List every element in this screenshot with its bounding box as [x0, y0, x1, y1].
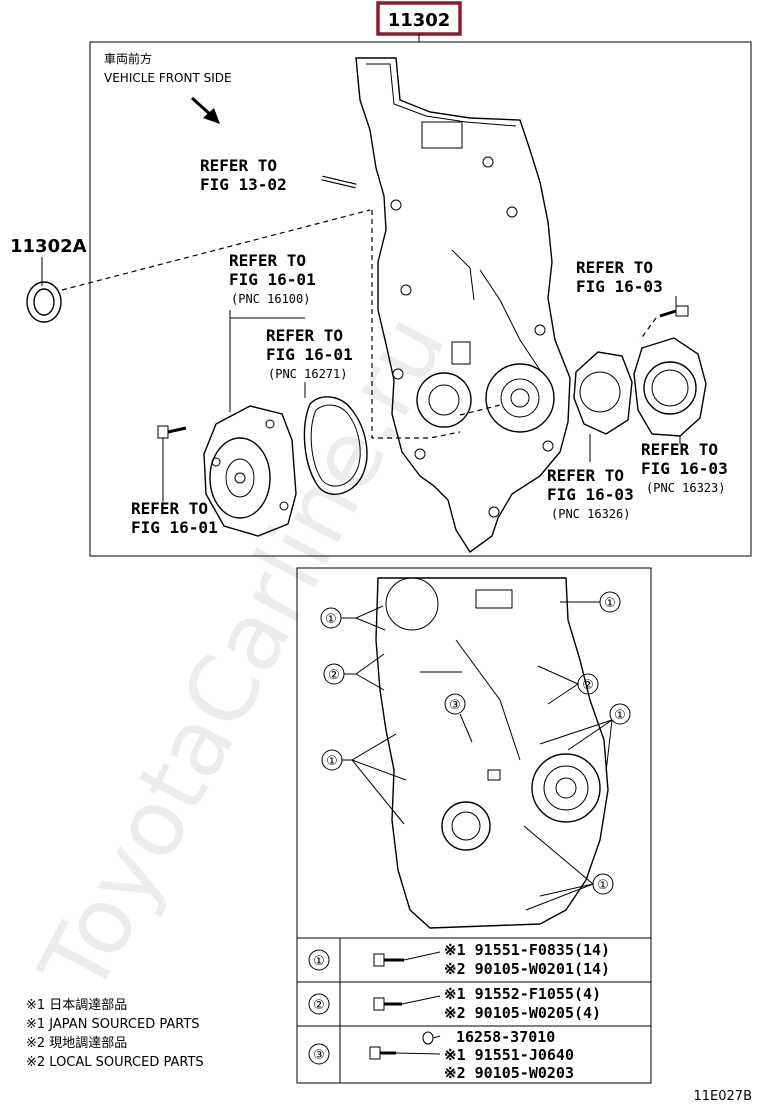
- callout-2-left: ②: [323, 653, 385, 691]
- callout-1-upper-left: ①: [320, 605, 386, 631]
- seal-part-number: 11302A: [10, 236, 87, 257]
- watermark: ToyotaCarline.ru: [19, 298, 466, 1011]
- figure-code: 11E027B: [694, 1089, 753, 1104]
- refer-line2: FIG 16-01: [266, 345, 353, 364]
- refer-line1: REFER TO: [641, 440, 718, 459]
- refer-line1: REFER TO: [229, 251, 306, 270]
- refer-fig-16-01-pnc-16271[interactable]: REFER TO FIG 16-01 (PNC 16271): [266, 326, 353, 381]
- refer-line2: FIG 13-02: [200, 175, 287, 194]
- upper-diagram-frame: [89, 41, 752, 557]
- refer-line2: FIG 16-03: [641, 459, 728, 478]
- bolt-table-row[interactable]: ③ 16258-37010 ※1 91551-J0640 ※2 90105-W0…: [308, 1028, 574, 1082]
- svg-text:③: ③: [449, 698, 461, 713]
- refer-fig-16-01-pnc-16100[interactable]: REFER TO FIG 16-01 (PNC 16100): [229, 251, 316, 306]
- part-number: ※1 91552-F1055(4): [444, 985, 601, 1003]
- callout-1-upper-right: ①: [560, 591, 621, 613]
- part-number: 16258-37010: [456, 1028, 555, 1046]
- part-number: ※2 90105-W0201(14): [444, 960, 610, 978]
- refer-line1: REFER TO: [576, 258, 653, 277]
- orientation-jp: 車両前方: [104, 51, 152, 66]
- note-line: ※1 JAPAN SOURCED PARTS: [26, 1017, 200, 1032]
- bolt-icon: [373, 997, 402, 1011]
- svg-text:②: ②: [582, 678, 594, 693]
- dowel-dash-line: [371, 210, 461, 439]
- refer-fig-16-03-pnc-16326[interactable]: REFER TO FIG 16-03 (PNC 16326): [547, 466, 634, 521]
- sourcing-notes: ※1 日本調達部品 ※1 JAPAN SOURCED PARTS ※2 現地調達…: [26, 998, 204, 1070]
- washer-icon: [422, 1031, 434, 1045]
- water-inlet-housing-icon: [633, 337, 707, 437]
- callout-1-right-mid: ①: [539, 703, 631, 773]
- bolt-table-row[interactable]: ② ※1 91552-F1055(4) ※2 90105-W0205(4): [308, 985, 601, 1022]
- svg-text:①: ①: [597, 878, 609, 893]
- refer-pnc: (PNC 16271): [268, 367, 347, 381]
- bolt-table-row[interactable]: ① ※1 91551-F0835(14) ※2 90105-W0201(14): [308, 941, 610, 978]
- seal-dash-line: [61, 209, 371, 291]
- svg-text:①: ①: [604, 596, 616, 611]
- bolt-table: ① ※1 91551-F0835(14) ※2 90105-W0201(14) …: [297, 937, 651, 1083]
- part-number-label: 11302: [388, 10, 451, 31]
- refer-fig-16-03-pnc-16323[interactable]: REFER TO FIG 16-03 (PNC 16323): [641, 440, 728, 495]
- refer-pnc: (PNC 16326): [551, 507, 630, 521]
- lower-detail-frame: [296, 567, 652, 1084]
- refer-fig-16-03-bolt[interactable]: REFER TO FIG 16-03: [576, 258, 663, 296]
- refer-line1: REFER TO: [131, 499, 208, 518]
- refer-pnc: (PNC 16100): [231, 292, 310, 306]
- row-symbol: ③: [313, 1048, 325, 1063]
- note-line: ※1 日本調達部品: [26, 998, 127, 1013]
- refer-line2: FIG 16-01: [229, 270, 316, 289]
- svg-text:①: ①: [614, 708, 626, 723]
- thermostat-gasket-icon: [573, 351, 633, 435]
- refer-line1: REFER TO: [266, 326, 343, 345]
- part-number-11302[interactable]: 11302: [376, 1, 462, 36]
- refer-fig-13-02[interactable]: REFER TO FIG 13-02: [200, 156, 287, 194]
- oil-seal-part[interactable]: 11302A: [10, 236, 87, 323]
- refer-line1: REFER TO: [200, 156, 277, 175]
- part-number: ※1 91551-F0835(14): [444, 941, 610, 959]
- pump-bolt-icon: [157, 425, 187, 439]
- refer-line1: REFER TO: [547, 466, 624, 485]
- bolt-icon: [373, 953, 404, 967]
- svg-text:②: ②: [328, 668, 340, 683]
- callout-3: ③: [444, 693, 473, 743]
- note-line: ※2 LOCAL SOURCED PARTS: [26, 1055, 204, 1070]
- svg-text:①: ①: [325, 612, 337, 627]
- refer-line2: FIG 16-03: [576, 277, 663, 296]
- refer-line2: FIG 16-03: [547, 485, 634, 504]
- water-pump-icon: [203, 405, 297, 537]
- svg-text:①: ①: [326, 754, 338, 769]
- part-number: ※2 90105-W0203: [444, 1064, 574, 1082]
- front-direction-arrow-icon: [190, 96, 220, 124]
- callout-1-left-mid: ①: [321, 733, 407, 825]
- water-pump-gasket-icon: [303, 396, 368, 495]
- orientation-en: VEHICLE FRONT SIDE: [104, 71, 232, 85]
- row-symbol: ①: [313, 954, 325, 969]
- refer-line2: FIG 16-01: [131, 518, 218, 537]
- callout-1-lower-right: ①: [523, 825, 614, 911]
- cover-bolt-location-drawing: [375, 577, 609, 929]
- stud-bolt-icon: [321, 175, 357, 189]
- callout-2-right: ②: [537, 665, 599, 705]
- refer-pnc: (PNC 16323): [646, 481, 725, 495]
- housing-bolt-icon: [659, 305, 689, 318]
- part-number: ※1 91551-J0640: [444, 1046, 574, 1064]
- note-line: ※2 現地調達部品: [26, 1036, 127, 1051]
- bolt-icon: [369, 1046, 396, 1060]
- oil-seal-icon: [26, 281, 62, 323]
- refer-fig-16-01-bolt[interactable]: REFER TO FIG 16-01: [131, 499, 218, 537]
- row-symbol: ②: [313, 998, 325, 1013]
- part-number: ※2 90105-W0205(4): [444, 1004, 601, 1022]
- timing-chain-cover-drawing: [355, 57, 571, 554]
